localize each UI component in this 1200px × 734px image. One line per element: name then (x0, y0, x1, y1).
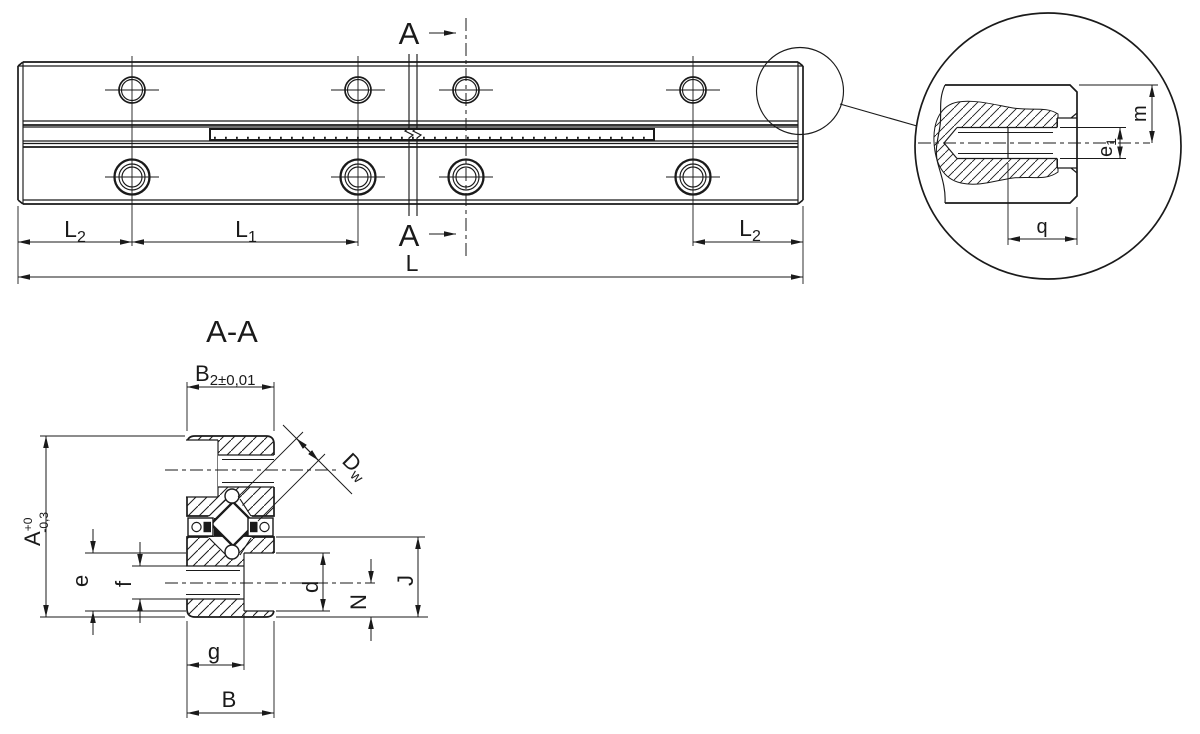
dim-label-l2-right: L2 (739, 215, 761, 245)
section-view: A-A (20, 314, 428, 718)
dimension-e1: e1 (1060, 127, 1126, 159)
ball-bottom (224, 544, 240, 560)
freehand-break-edge (935, 84, 946, 204)
dimension-a: A+0-0,3 (20, 435, 185, 618)
dim-label-n: N (346, 594, 371, 610)
dimension-l: L (18, 250, 803, 280)
bottom-raceway-groove (208, 537, 252, 556)
ball-top (224, 488, 240, 504)
section-arrow-label-top: A (399, 16, 420, 51)
dimension-e: e (68, 529, 186, 635)
section-centerlines (165, 469, 375, 584)
dim-label-e: e (68, 575, 93, 587)
dim-label-l: L (406, 250, 419, 276)
raceway-band (187, 488, 274, 560)
detail-view: m e1 q (918, 84, 1158, 245)
dimension-b2: B2±0,01 (186, 361, 275, 431)
dim-label-e1: e1 (1095, 138, 1119, 157)
dimension-q: q (1007, 163, 1078, 245)
top-raceway-groove (208, 498, 252, 517)
dimension-f: f (111, 542, 186, 623)
dim-label-m: m (1129, 105, 1151, 122)
dimension-g: g (187, 613, 245, 670)
dim-label-a: A+0-0,3 (20, 512, 51, 546)
bottom-thread-hole (186, 565, 244, 600)
thread-minor-lines (958, 132, 1053, 154)
ball-cage-strip (209, 128, 655, 141)
section-title: A-A (206, 314, 258, 349)
dim-label-b: B (222, 687, 237, 712)
retainer-wire-right (259, 521, 270, 533)
dimension-b: B (186, 621, 275, 718)
rail-top-view: A A L2 L1 L2 L (17, 16, 804, 284)
top-thread-hole (218, 454, 274, 488)
detail-leader-line (839, 103, 918, 127)
break-lines (403, 54, 423, 216)
dim-label-g: g (208, 639, 220, 664)
dimension-m: m (1079, 84, 1158, 143)
dimension-l2-right: L2 (693, 215, 803, 245)
retainer-wire-left (191, 521, 202, 533)
dimension-j: J (276, 536, 428, 618)
rail-outline (17, 61, 804, 205)
dimension-l2-left: L2 (18, 216, 132, 246)
bottom-counterbore (243, 552, 274, 612)
extension-lines (17, 206, 804, 284)
dim-label-d: d (298, 581, 323, 593)
detail-source-circle (755, 46, 845, 136)
thread-hole-outline (943, 112, 1078, 174)
dim-label-l2-left: L2 (64, 216, 86, 246)
rail-end-outline (945, 84, 1078, 204)
dimension-l1: L1 (132, 216, 358, 246)
dim-label-b2: B2±0,01 (195, 361, 255, 389)
dim-label-q: q (1036, 216, 1047, 238)
detail-circle (914, 12, 1182, 280)
dim-label-j: J (393, 575, 418, 586)
section-arrow-label-bottom: A (399, 218, 420, 253)
detail-balloon (755, 12, 1182, 280)
dimension-n: N (346, 559, 374, 641)
dim-label-l1: L1 (235, 216, 257, 246)
dimension-d: d (276, 552, 330, 612)
dim-label-f: f (111, 580, 136, 587)
